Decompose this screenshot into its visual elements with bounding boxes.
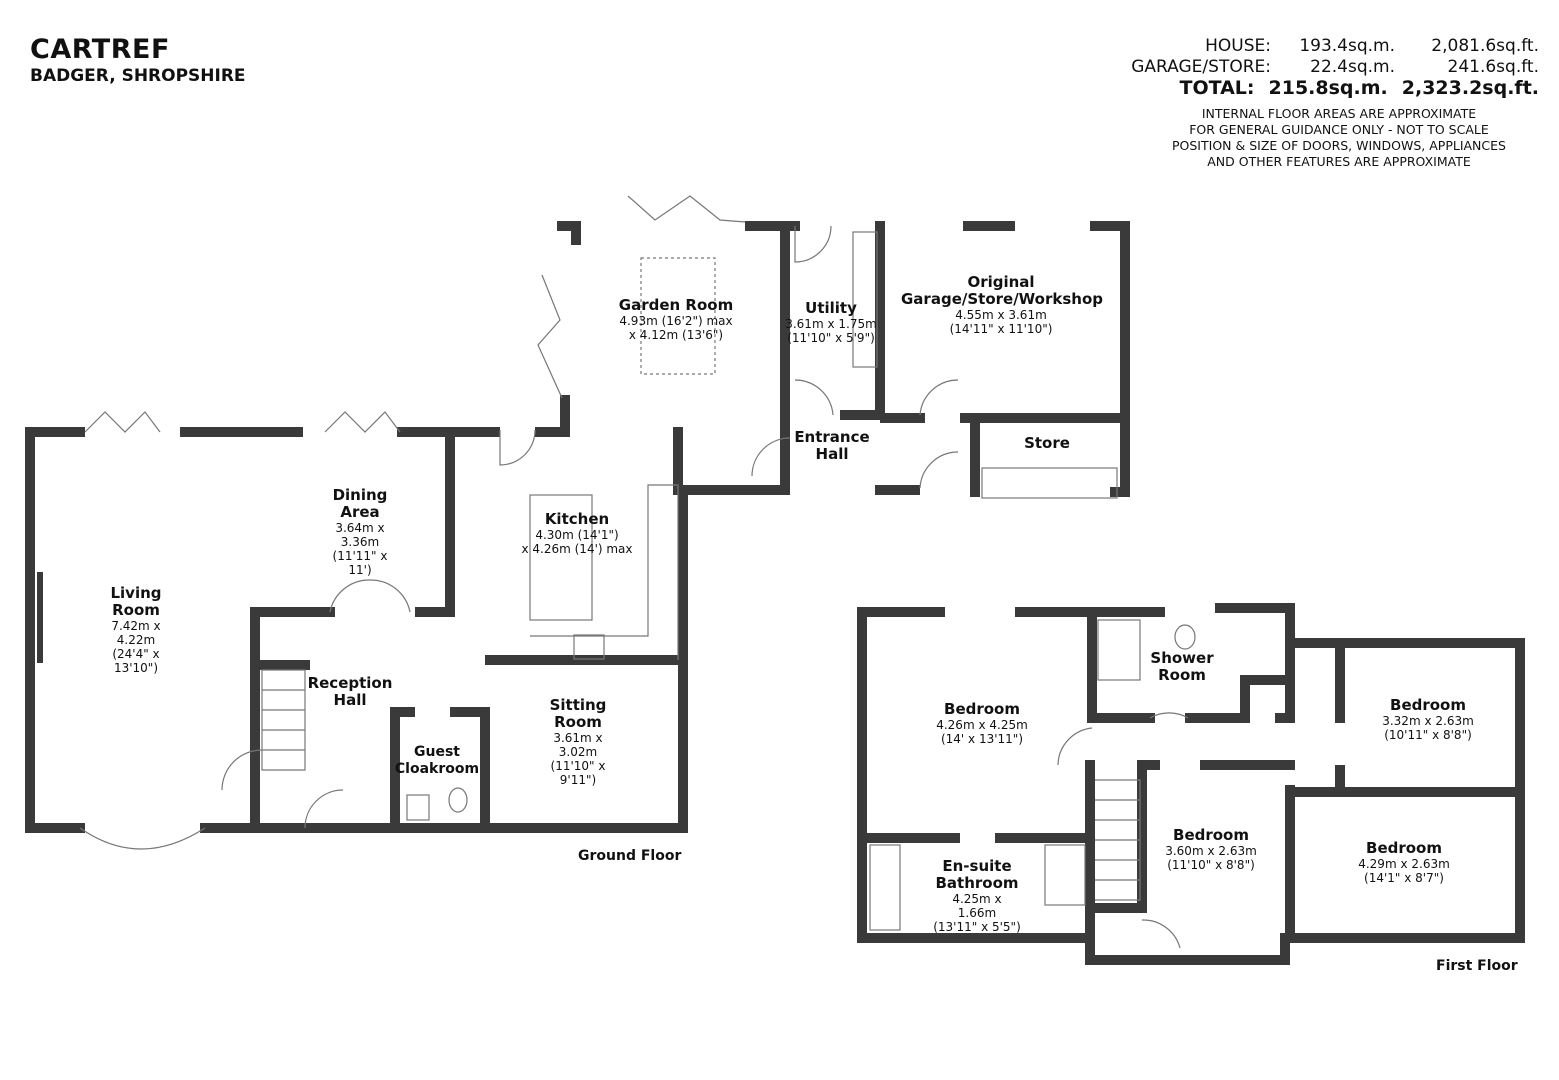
- room-dims: (11'10" x 9'11"): [550, 759, 606, 787]
- room-dims: 3.61m x 3.02m: [553, 731, 603, 759]
- note-line: FOR GENERAL GUIDANCE ONLY - NOT TO SCALE: [1189, 122, 1489, 137]
- room-dims: (11'10" x 5'9"): [787, 331, 875, 345]
- room-name: Bedroom: [1173, 826, 1249, 844]
- area-sqm: 193.4sq.m.: [1299, 36, 1395, 56]
- room-dims: 7.42m x 4.22m: [111, 619, 161, 647]
- room-name: Living Room: [110, 584, 162, 619]
- area-label: TOTAL:: [1179, 77, 1255, 99]
- room-name: Dining Area: [332, 486, 388, 521]
- room-entrance-hall: Entrance Hall: [787, 429, 877, 463]
- room-name: Store: [1024, 434, 1070, 452]
- room-dims: (14'11" x 11'10"): [949, 322, 1053, 336]
- room-store: Store: [1024, 435, 1070, 452]
- room-dims: 4.30m (14'1"): [535, 528, 619, 542]
- room-reception-hall: Reception Hall: [300, 675, 400, 709]
- note-line: POSITION & SIZE OF DOORS, WINDOWS, APPLI…: [1172, 138, 1506, 153]
- first-floor-label: First Floor: [1436, 958, 1518, 974]
- area-label: GARAGE/STORE:: [1131, 57, 1271, 77]
- room-dims: (24'4" x 13'10"): [112, 647, 160, 675]
- property-title: CARTREF: [30, 34, 170, 65]
- room-name: Kitchen: [544, 510, 610, 528]
- room-name: Guest Cloakroom: [394, 744, 480, 777]
- room-dims: 4.25m x 1.66m: [952, 892, 1002, 920]
- room-dims: (13'11" x 5'5"): [933, 920, 1021, 934]
- area-summary: HOUSE: 193.4sq.m. 2,081.6sq.ft. GARAGE/STO…: [1115, 36, 1539, 99]
- note-line: AND OTHER FEATURES ARE APPROXIMATE: [1207, 154, 1471, 169]
- room-dims: 4.55m x 3.61m: [955, 308, 1047, 322]
- area-sqft: 2,323.2sq.ft.: [1401, 77, 1539, 99]
- area-sqft: 241.6sq.ft.: [1447, 57, 1539, 77]
- area-sqm: 215.8sq.m.: [1268, 77, 1388, 99]
- room-name: Garden Room: [618, 296, 734, 314]
- area-sqft: 2,081.6sq.ft.: [1431, 36, 1539, 56]
- area-label: HOUSE:: [1205, 36, 1271, 56]
- ground-floor-fixtures: [79, 195, 1118, 850]
- room-dims: 3.61m x 1.75m: [785, 317, 877, 331]
- area-row-garage: GARAGE/STORE: 22.4sq.m. 241.6sq.ft.: [1115, 57, 1539, 78]
- first-floor-fixtures: [869, 619, 1196, 949]
- room-name: Bedroom: [944, 700, 1020, 718]
- first-floor-walls: [857, 603, 1525, 965]
- room-dims: (14'1" x 8'7"): [1364, 871, 1444, 885]
- room-dims: x 4.12m (13'6"): [628, 328, 724, 342]
- room-dims: 3.64m x 3.36m: [335, 521, 385, 549]
- ground-floor-label: Ground Floor: [578, 848, 682, 864]
- room-name: Reception Hall: [307, 674, 393, 709]
- area-row-house: HOUSE: 193.4sq.m. 2,081.6sq.ft.: [1115, 36, 1539, 57]
- room-guest-cloakroom: Guest Cloakroom: [392, 744, 482, 778]
- room-dims: (11'10" x 8'8"): [1167, 858, 1255, 872]
- room-name: Utility: [805, 299, 857, 317]
- note-line: INTERNAL FLOOR AREAS ARE APPROXIMATE: [1201, 106, 1477, 121]
- room-dims: (14' x 13'11"): [940, 732, 1024, 746]
- room-name: Bedroom: [1390, 696, 1466, 714]
- room-dims: 4.29m x 2.63m: [1358, 857, 1450, 871]
- room-dims: 4.93m (16'2") max: [619, 314, 733, 328]
- room-name: Sitting Room: [549, 696, 607, 731]
- room-name: En-suite Bathroom: [935, 857, 1019, 892]
- room-name: Bedroom: [1366, 839, 1442, 857]
- room-dims: x 4.26m (14') max: [521, 542, 633, 556]
- ground-floor-walls: [25, 221, 1130, 833]
- room-name: Entrance Hall: [794, 428, 870, 463]
- room-dims: (10'11" x 8'8"): [1384, 728, 1472, 742]
- room-dims: 4.26m x 4.25m: [936, 718, 1028, 732]
- room-dims: 3.32m x 2.63m: [1382, 714, 1474, 728]
- property-location: BADGER, SHROPSHIRE: [30, 66, 246, 86]
- disclaimer-notes: INTERNAL FLOOR AREAS ARE APPROXIMATE FOR…: [1159, 106, 1519, 170]
- room-name: Original Garage/Store/Workshop: [901, 273, 1104, 308]
- room-dims: (11'11" x 11'): [332, 549, 388, 577]
- area-row-total: TOTAL: 215.8sq.m. 2,323.2sq.ft.: [1115, 77, 1540, 99]
- room-dims: 3.60m x 2.63m: [1165, 844, 1257, 858]
- area-sqm: 22.4sq.m.: [1310, 57, 1395, 77]
- room-shower-room: Shower Room: [1142, 650, 1222, 684]
- room-name: Shower Room: [1150, 649, 1214, 684]
